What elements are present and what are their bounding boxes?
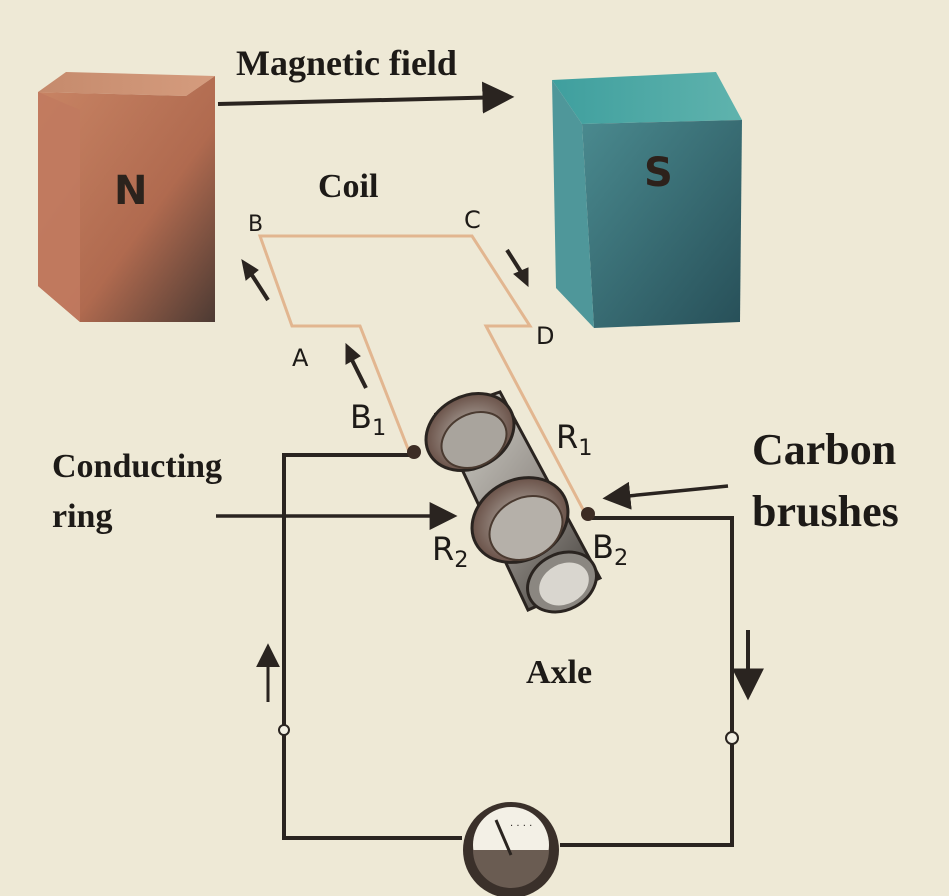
carbon-brush-b2	[581, 507, 595, 521]
coil-direction-arrows	[241, 248, 529, 389]
ring-r2-label: R2	[432, 530, 469, 573]
conducting-ring-label-line2: ring	[52, 498, 113, 535]
magnetic-field-label: Magnetic field	[236, 43, 457, 83]
arrow-up-left-2	[345, 342, 368, 389]
carbon-brushes-label-line2: brushes	[752, 487, 899, 536]
magnetic-field-arrow	[217, 81, 515, 114]
north-magnet-front	[38, 76, 215, 322]
north-magnet-top	[38, 72, 215, 96]
south-pole-label: S	[644, 150, 673, 196]
coil-label: Coil	[318, 168, 379, 205]
south-magnet-top	[552, 72, 742, 124]
south-magnet-front	[582, 120, 742, 328]
axle-assembly	[424, 390, 603, 614]
galvanometer-scale-marks: . . . .	[510, 818, 532, 829]
ring-r1-label: R1	[556, 418, 593, 461]
coil-point-b-label: B	[248, 212, 264, 237]
slip-ring-r1-face	[440, 411, 508, 469]
brush-b1-label: B1	[350, 398, 387, 441]
coil-point-d-label: D	[536, 322, 555, 350]
right-terminal	[725, 731, 739, 745]
left-terminal	[278, 724, 290, 736]
south-magnet-side	[552, 80, 594, 328]
coil-point-c-label: C	[464, 206, 481, 234]
slip-ring-r2-face	[488, 495, 564, 561]
arrow-up-left-1	[241, 258, 270, 302]
carbon-brush-b1	[407, 445, 421, 459]
carbon-brushes-label: Carbon	[752, 425, 897, 474]
arrow-down-right	[505, 248, 529, 288]
axle-label: Axle	[526, 654, 593, 691]
left-circuit-wire	[282, 453, 462, 840]
north-magnet-side	[38, 92, 80, 322]
coil-point-a-label: A	[292, 344, 309, 372]
north-pole-label: N	[114, 168, 148, 214]
galvanometer: . . . .	[463, 802, 559, 896]
brush-b2-label: B2	[592, 528, 629, 571]
carbon-brushes-pointer	[602, 481, 729, 510]
conducting-ring-label: Conducting	[52, 448, 223, 485]
north-magnet	[38, 72, 215, 322]
galvanometer-lower-half	[473, 850, 549, 888]
axle-end-inner	[539, 562, 589, 606]
coil-wire	[257, 234, 588, 516]
galvanometer-needle	[494, 819, 513, 856]
south-magnet	[552, 72, 742, 328]
